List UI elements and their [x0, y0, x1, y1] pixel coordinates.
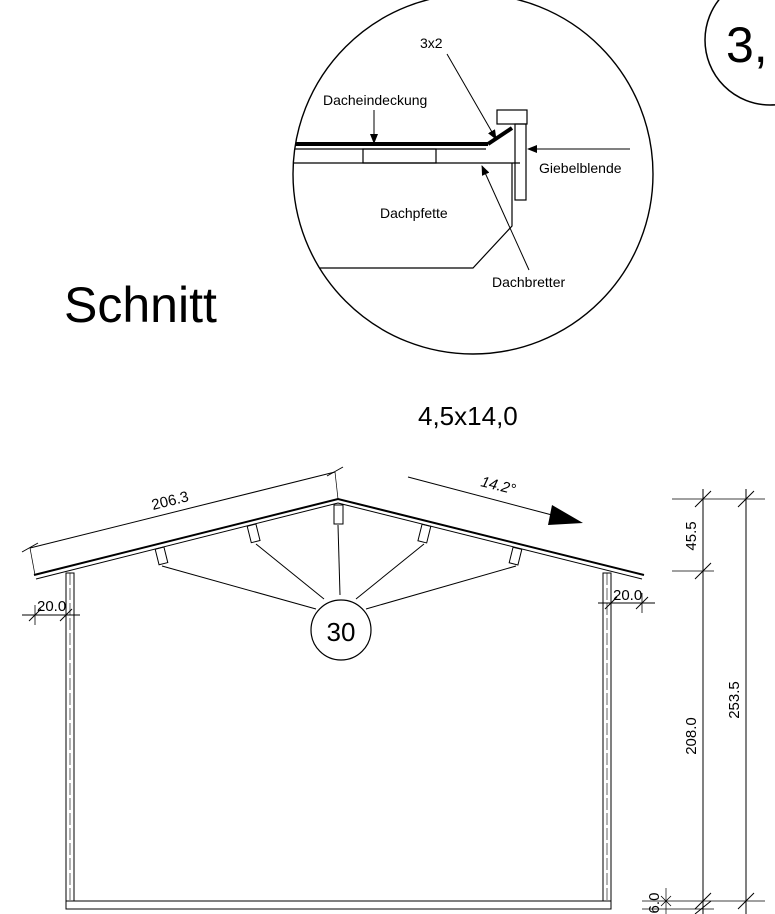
corner-reference-label: 3, [726, 17, 768, 73]
detail-label-roof-covering: Dacheindeckung [323, 92, 427, 108]
building-section [33, 497, 645, 910]
wall-height-label: 208.0 [683, 717, 700, 755]
detail-label-gable-trim: Giebelblende [539, 160, 622, 176]
floor-height-label: 6.0 [646, 893, 663, 914]
detail-callout-size: 3x2 [420, 35, 443, 51]
total-height-label: 253.5 [726, 681, 743, 719]
roof-pitch-label: 14.2° [479, 473, 517, 498]
detail-view: 3x2 Dacheindeckung Giebelblende Dachpfet… [292, 0, 654, 355]
page-title: Schnitt [64, 277, 217, 333]
roof-pitch-indicator: 14.2° [407, 473, 583, 525]
section-reference-marker: 30 [310, 599, 372, 661]
overhang-left-label: 20.0 [37, 598, 66, 615]
section-reference-label: 30 [327, 617, 356, 647]
overhang-right-dimension: 20.0 [598, 587, 655, 613]
detail-label-roof-boards: Dachbretter [492, 274, 565, 290]
beam-size-label: 4,5x14,0 [418, 401, 518, 431]
rafter-dimension: 206.3 [21, 466, 344, 576]
overhang-right-label: 20.0 [613, 587, 642, 604]
height-dimensions: 45.5 208.0 253.5 6.0 [642, 489, 765, 914]
roof-height-label: 45.5 [683, 521, 700, 550]
overhang-left-dimension: 20.0 [22, 598, 80, 625]
detail-label-purlin: Dachpfette [380, 205, 448, 221]
corner-reference-circle: 3, [704, 0, 775, 106]
